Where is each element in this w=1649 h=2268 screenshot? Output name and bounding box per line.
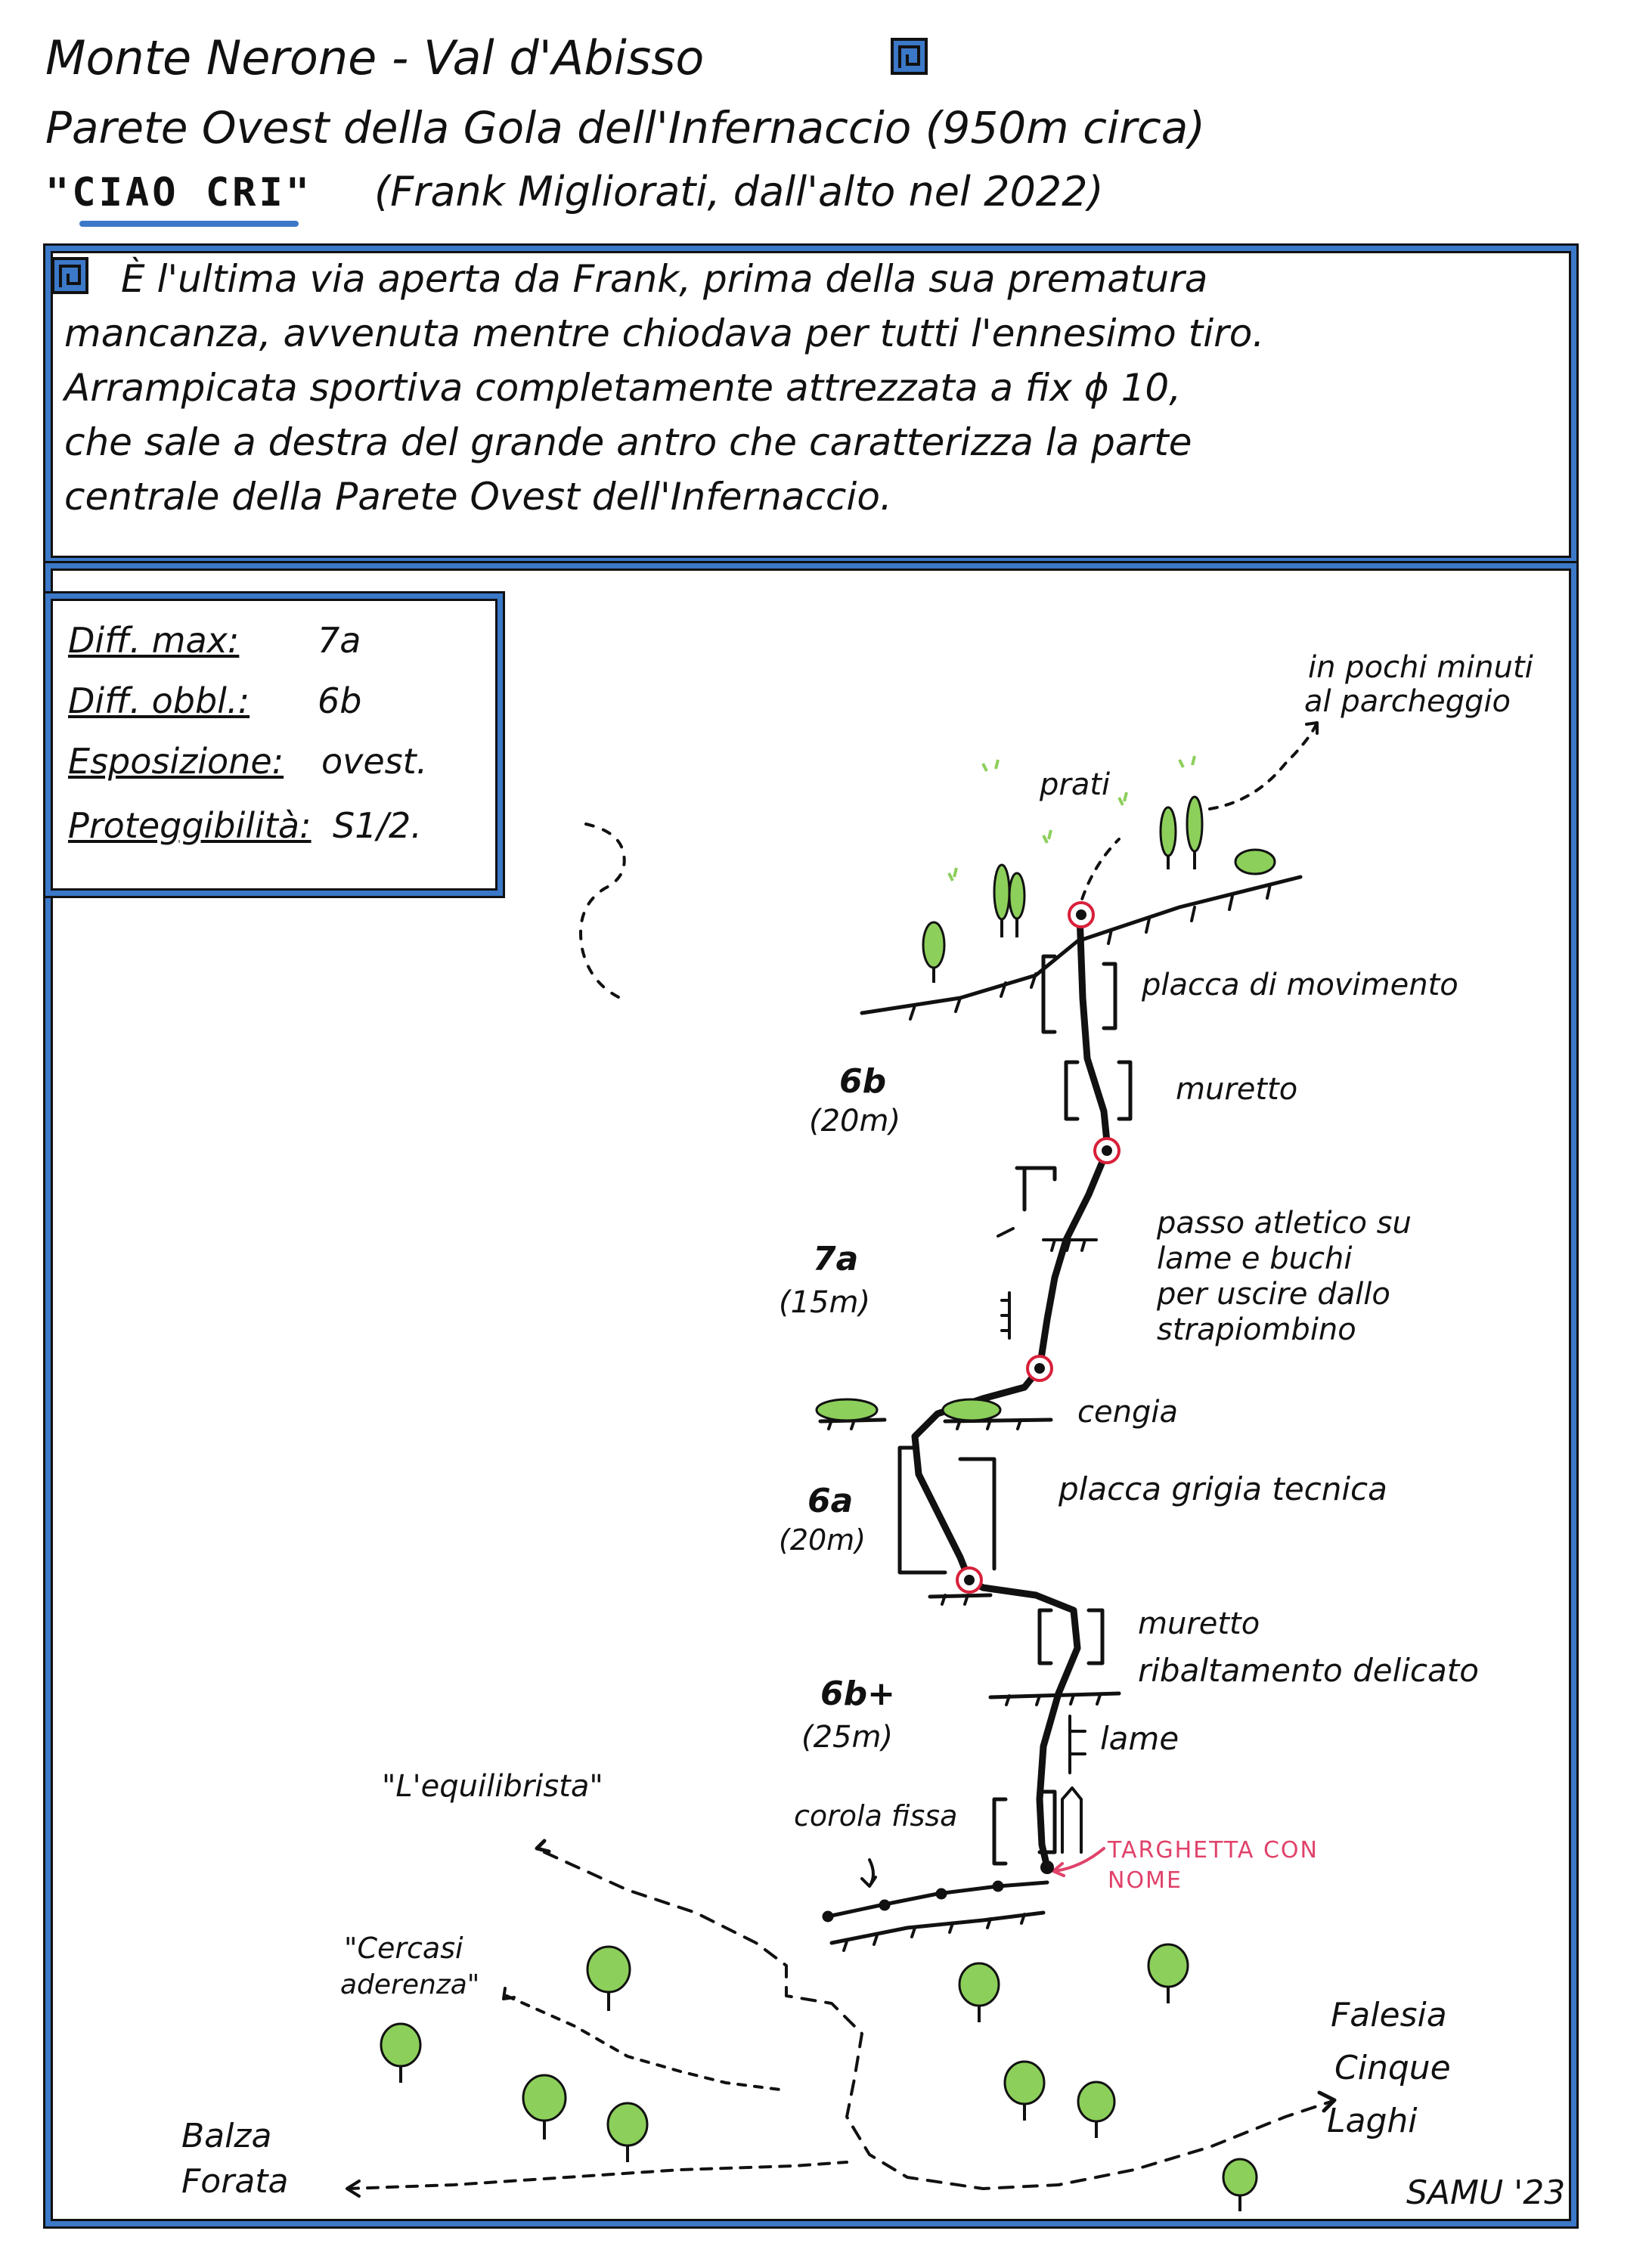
esposizione-label: Esposizione: xyxy=(68,741,284,782)
pitch-grade: 6b xyxy=(839,1062,887,1101)
fixed-rope xyxy=(826,1880,1049,1919)
topo-frame xyxy=(45,563,1576,2226)
route-cercasi: aderenza" xyxy=(340,1969,480,2000)
description-line: centrale della Parete Ovest dell'Inferna… xyxy=(64,475,892,519)
feature-label: corola fissa xyxy=(794,1799,958,1833)
trail-equilibrista xyxy=(543,1851,1332,2190)
crag-falesia: Laghi xyxy=(1327,2102,1418,2140)
pitch-grade: 7a xyxy=(813,1240,859,1278)
route-name: "CIAO CRI" xyxy=(45,170,313,215)
diff-obbl-label: Diff. obbl.: xyxy=(68,680,250,721)
diff-obbl-value: 6b xyxy=(318,680,362,721)
targhetta-label: TARGHETTA CON xyxy=(1108,1837,1319,1864)
exit-note: al parcheggio xyxy=(1304,684,1511,719)
crag-falesia: Falesia xyxy=(1331,1996,1447,2034)
crag-balza: Forata xyxy=(181,2162,289,2201)
feature-label: muretto xyxy=(1138,1606,1260,1641)
exit-trail xyxy=(1076,724,1317,916)
description-box xyxy=(45,246,1576,563)
pitch-grade: 6a xyxy=(807,1482,854,1520)
pitch-length: (25m) xyxy=(801,1720,894,1755)
pitch-length: (15m) xyxy=(779,1285,871,1320)
description-line: Arrampicata sportiva completamente attre… xyxy=(64,366,1182,410)
route-line xyxy=(911,911,1111,1871)
description-line: che sale a destra del grande antro che c… xyxy=(64,420,1192,464)
info-box xyxy=(45,593,503,896)
signature: SAMU '23 xyxy=(1406,2174,1566,2212)
targhetta-label: NOME xyxy=(1108,1867,1183,1894)
feature-label: lame e buchi xyxy=(1157,1241,1353,1276)
targhetta-arrow xyxy=(1052,1847,1105,1877)
diff-max-label: Diff. max: xyxy=(68,620,240,661)
description-line: mancanza, avvenuta mentre chiodava per t… xyxy=(64,311,1265,355)
feature-label: ribaltamento delicato xyxy=(1138,1652,1479,1689)
route-equilibrista: "L'equilibrista" xyxy=(382,1769,603,1804)
summit-ridge xyxy=(860,875,1303,1015)
feature-label: per uscire dallo xyxy=(1157,1277,1390,1312)
pitch-length: (20m) xyxy=(809,1104,901,1139)
prati-label: prati xyxy=(1040,767,1111,802)
route-name-underline xyxy=(79,221,299,227)
exit-note: in pochi minuti xyxy=(1308,650,1533,685)
route-cercasi: "Cercasi xyxy=(344,1932,463,1965)
tree-icon xyxy=(380,795,1276,2197)
feature-label: placca di movimento xyxy=(1142,968,1458,1002)
crag-falesia: Cinque xyxy=(1334,2049,1451,2087)
feature-label: muretto xyxy=(1176,1072,1298,1107)
proteggibilita-value: S1/2. xyxy=(333,805,422,846)
route-credits: (Frank Migliorati, dall'alto nel 2022) xyxy=(374,168,1104,215)
proteggibilita-label: Proteggibilità: xyxy=(68,805,312,846)
description-line: È l'ultima via aperta da Frank, prima de… xyxy=(121,257,1208,301)
pitch-grade: 6b+ xyxy=(820,1675,895,1713)
approach-trail xyxy=(579,823,626,999)
crag-balza: Balza xyxy=(181,2117,272,2155)
pitch-length: (20m) xyxy=(779,1523,866,1557)
feature-label: cengia xyxy=(1077,1395,1178,1430)
title-line-2: Parete Ovest della Gola dell'Infernaccio… xyxy=(45,102,1205,153)
feature-label: passo atletico su xyxy=(1157,1206,1412,1241)
feature-label: lame xyxy=(1100,1720,1179,1757)
esposizione-value: ovest. xyxy=(321,741,428,782)
feature-label: strapiombino xyxy=(1157,1312,1356,1347)
diff-max-value: 7a xyxy=(318,620,361,661)
title-line-1: Monte Nerone - Val d'Abisso xyxy=(45,30,705,85)
feature-label: placca grigia tecnica xyxy=(1059,1470,1387,1507)
trail-balza xyxy=(346,2161,848,2190)
